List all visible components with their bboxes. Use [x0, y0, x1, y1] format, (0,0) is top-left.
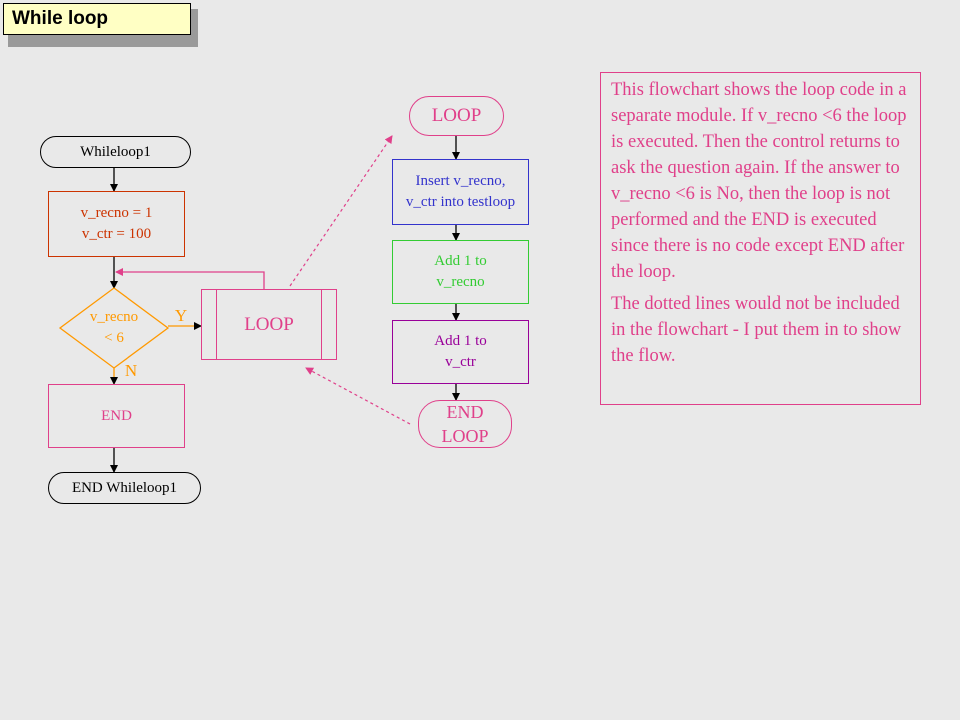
decision-line-2: < 6 — [104, 330, 124, 346]
add-recno-line-2: v_recno — [436, 274, 485, 290]
explanation-note: This flowchart shows the loop code in a … — [600, 72, 921, 405]
no-branch-label: N — [124, 361, 138, 380]
note-paragraph-1: This flowchart shows the loop code in a … — [611, 80, 907, 282]
add-recno-box: Add 1 to v_recno — [392, 240, 529, 304]
add-recno-line-1: Add 1 to — [434, 253, 487, 269]
end-box: END — [48, 384, 185, 448]
insert-process-box: Insert v_recno, v_ctr into testloop — [392, 159, 529, 225]
add-ctr-line-2: v_ctr — [445, 354, 476, 370]
end-loop-terminal: END LOOP — [418, 400, 512, 448]
init-line-2: v_ctr = 100 — [81, 226, 152, 242]
loop-start-label: LOOP — [431, 105, 482, 126]
add-ctr-line-1: Add 1 to — [434, 333, 487, 349]
decision-diamond — [58, 287, 170, 369]
insert-line-1: Insert v_recno, — [415, 173, 506, 189]
dotted-flow-to-loop — [289, 135, 393, 287]
decision-line-1: v_recno — [89, 309, 139, 325]
subprocess-right-bar — [321, 290, 322, 359]
end-terminal: END Whileloop1 — [48, 472, 201, 504]
loop-subprocess-box: LOOP — [201, 289, 337, 360]
start-terminal: Whileloop1 — [40, 136, 191, 168]
init-process-box: v_recno = 1 v_ctr = 100 — [48, 191, 185, 257]
slide-title: While loop — [3, 3, 191, 35]
insert-line-2: v_ctr into testloop — [405, 194, 516, 210]
end-loop-line-1: END — [446, 402, 484, 422]
end-terminal-label: END Whileloop1 — [71, 479, 178, 496]
end-loop-line-2: LOOP — [441, 426, 489, 446]
add-ctr-box: Add 1 to v_ctr — [392, 320, 529, 384]
end-box-label: END — [101, 407, 132, 424]
loop-start-terminal: LOOP — [409, 96, 504, 136]
start-terminal-label: Whileloop1 — [80, 143, 151, 160]
subprocess-left-bar — [216, 290, 217, 359]
yes-branch-label: Y — [174, 306, 188, 325]
init-line-1: v_recno = 1 — [80, 205, 153, 221]
arrow-loop-return — [115, 268, 265, 289]
loop-subprocess-label: LOOP — [244, 313, 294, 335]
dotted-flow-from-endloop — [305, 367, 411, 425]
decision-label: v_recno < 6 — [64, 306, 164, 350]
note-paragraph-2: The dotted lines would not be included i… — [611, 294, 902, 366]
